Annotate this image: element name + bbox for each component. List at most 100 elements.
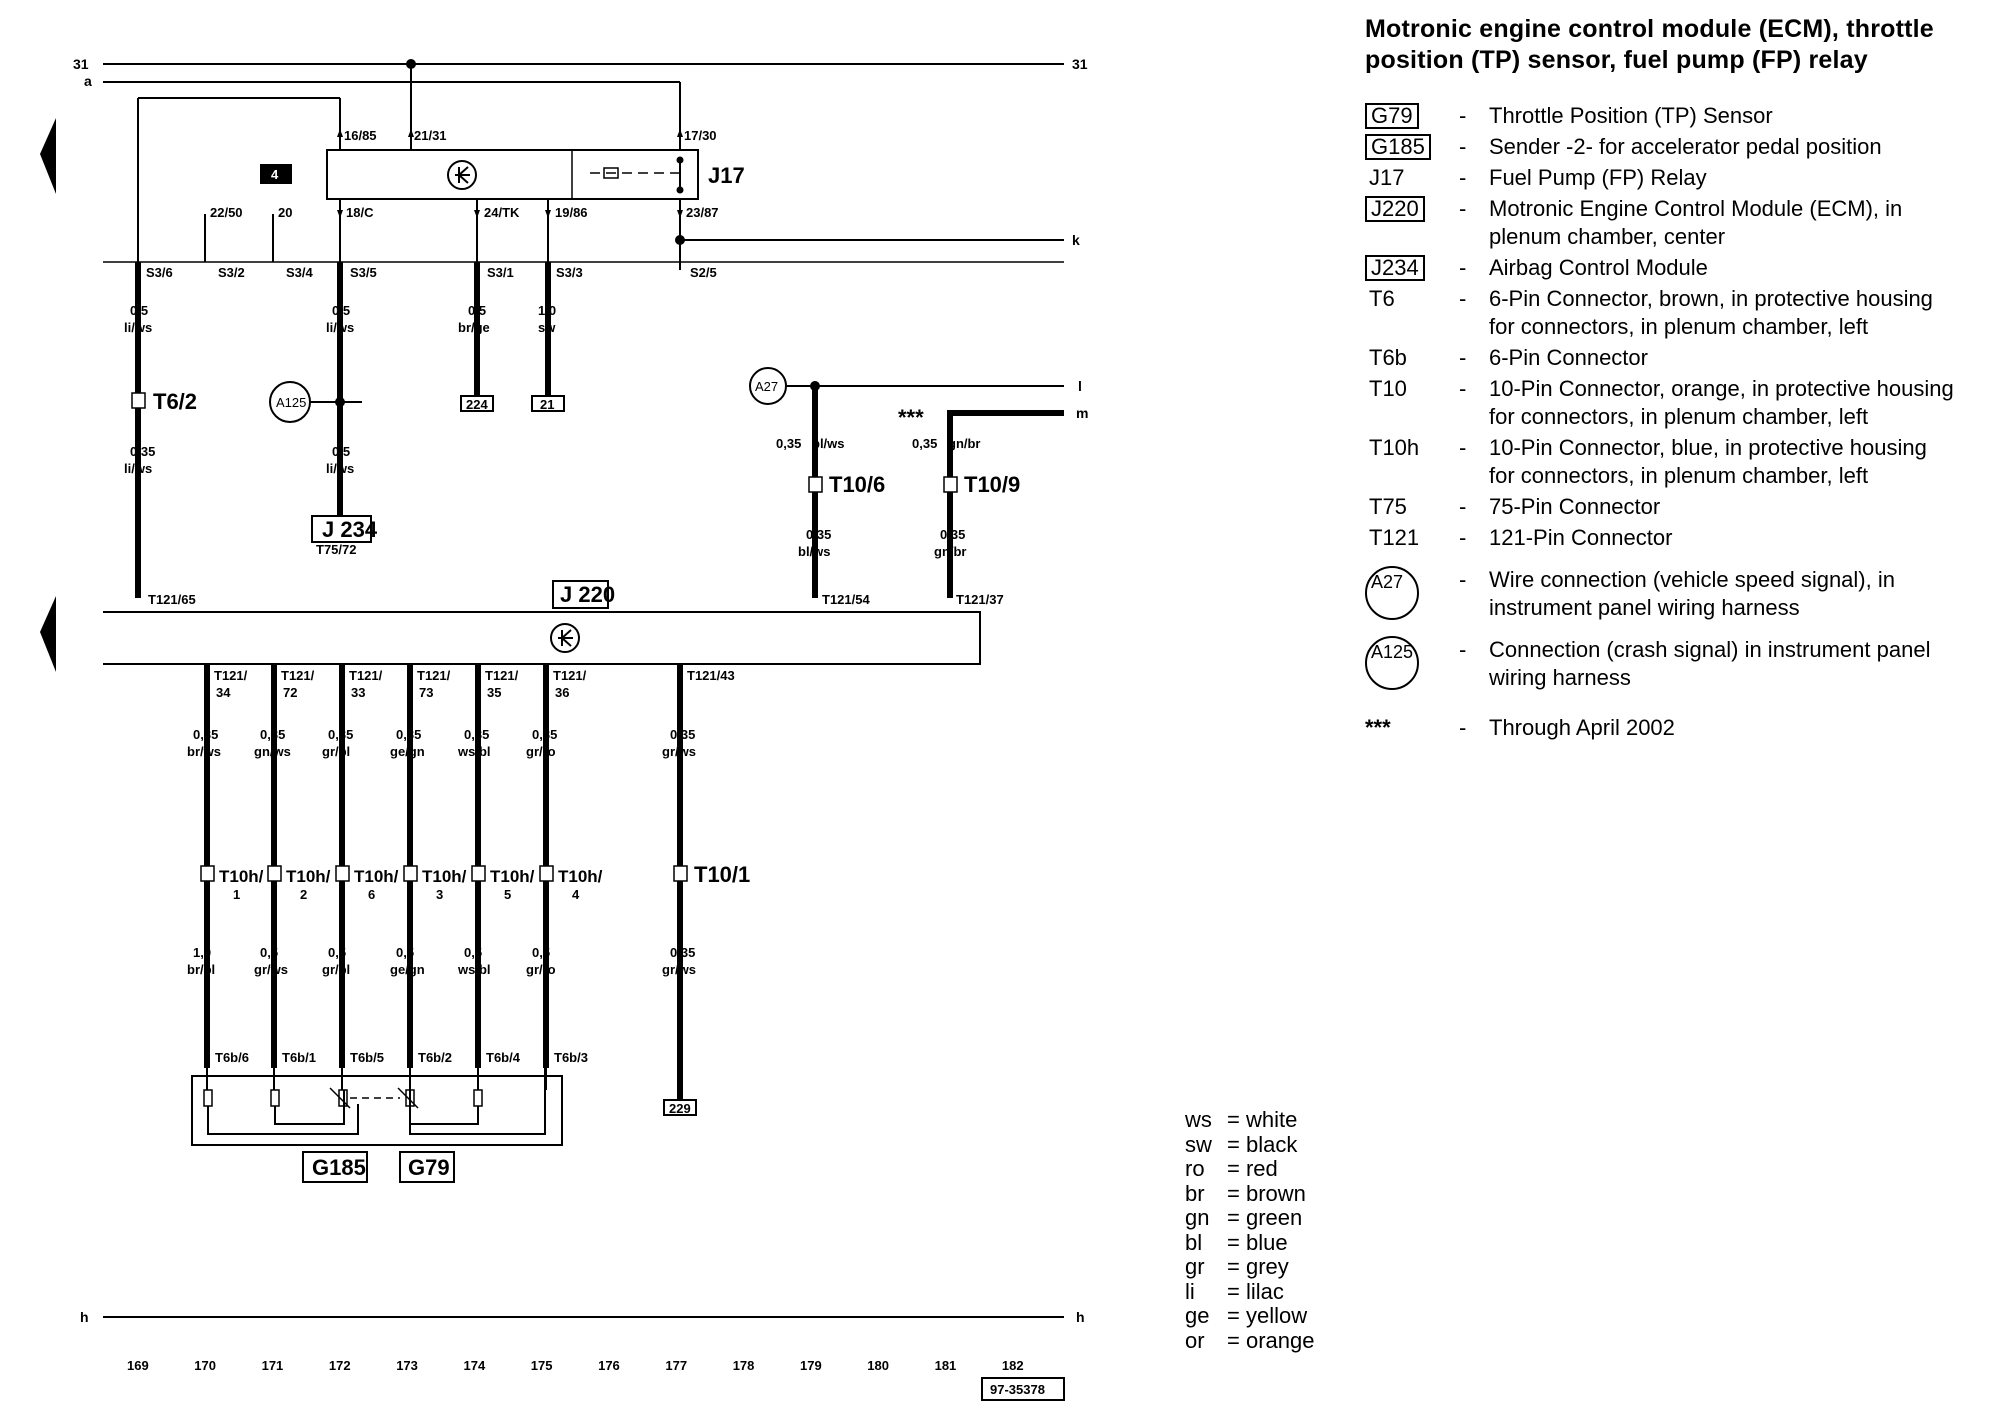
splice-s3-2: S3/2 <box>218 265 245 280</box>
wire-color: li/ws <box>326 461 354 476</box>
legend-desc: Airbag Control Module <box>1489 255 1708 280</box>
track-number: 181 <box>935 1358 957 1373</box>
color-key-item: ro= red <box>1185 1156 1278 1181</box>
track-number: 179 <box>800 1358 822 1373</box>
legend-code: T6 <box>1369 286 1395 311</box>
pin-arrow <box>475 1052 481 1060</box>
wire-gauge: 0,5 <box>532 945 550 960</box>
pin-label: 36 <box>555 685 569 700</box>
pin-t121-54: T121/54 <box>822 592 870 607</box>
pin-label: T121/ <box>417 668 451 683</box>
legend-desc: 6-Pin Connector, brown, in protective ho… <box>1489 286 1933 339</box>
wire-color: gr/ro <box>526 962 556 977</box>
wire-gauge: 0,5 <box>328 945 346 960</box>
pin-label: 33 <box>351 685 365 700</box>
connector-pin <box>335 865 350 882</box>
wire-gauge: 0,35 <box>806 527 831 542</box>
wire-color: ws/bl <box>457 744 491 759</box>
legend-item: T6b-6-Pin Connector <box>1365 344 1995 372</box>
wire-gauge: 0,35 <box>670 945 695 960</box>
page-back-arrow-icon[interactable] <box>40 118 56 194</box>
rail-l-label: l <box>1078 378 1082 394</box>
t6b-pin: T6b/5 <box>350 1050 384 1065</box>
connector-label: T10h/ <box>490 867 535 886</box>
pin-t121-43: T121/43 <box>687 668 735 683</box>
legend-code: G185 <box>1365 134 1431 160</box>
wire-gauge: 1,0 <box>193 945 211 960</box>
wire-color: gr/ws <box>254 962 288 977</box>
wire-gauge: 1,0 <box>538 303 556 318</box>
connector-label: T10h/ <box>286 867 331 886</box>
track-number: 169 <box>127 1358 149 1373</box>
doc-id: 97-35378 <box>990 1382 1045 1397</box>
legend-code: J17 <box>1369 165 1405 190</box>
track-number: 182 <box>1002 1358 1024 1373</box>
rail-31-right: 31 <box>1072 56 1088 72</box>
legend-code: T75 <box>1369 494 1407 519</box>
wire-color: ge/gn <box>390 962 425 977</box>
pin-23-87: 23/87 <box>686 205 719 220</box>
lower-wire-group: T121/340,35br/wsT10h/11,0br/blT6b/6T121/… <box>187 664 603 1090</box>
circle-legend-list: A27-Wire connection (vehicle speed signa… <box>1365 566 1995 692</box>
ref-224: 224 <box>466 397 488 412</box>
pin-arrow <box>339 1052 345 1060</box>
circle-legend-item: A27-Wire connection (vehicle speed signa… <box>1365 566 1995 622</box>
wire-gauge: 0,35 <box>328 727 353 742</box>
splice-s3-6: S3/6 <box>146 265 173 280</box>
color-key-item: ws= white <box>1185 1107 1298 1132</box>
wire-color: gn/ws <box>254 744 291 759</box>
color-key-item: br= brown <box>1185 1180 1306 1206</box>
circle-legend-item: A125-Connection (crash signal) in instru… <box>1365 636 1995 692</box>
legend-item: T6-6-Pin Connector, brown, in protective… <box>1365 285 1995 341</box>
wire-gauge: 0,5 <box>332 303 350 318</box>
rail-a-label: a <box>84 73 92 89</box>
legend-desc: Fuel Pump (FP) Relay <box>1489 165 1707 190</box>
pin-arrow <box>543 1052 549 1060</box>
t6b-pin: T6b/1 <box>282 1050 316 1065</box>
pin-arrow <box>204 1052 210 1060</box>
track-number: 177 <box>665 1358 687 1373</box>
pin-arrow <box>271 674 277 682</box>
t6b-pin: T6b/2 <box>418 1050 452 1065</box>
legend-code: G79 <box>1365 103 1419 129</box>
ref-21: 21 <box>540 397 554 412</box>
pin-label: T121/ <box>349 668 383 683</box>
connector-pin <box>403 865 418 882</box>
pin-label: 72 <box>283 685 297 700</box>
splice-s3-3: S3/3 <box>556 265 583 280</box>
track-number: 173 <box>396 1358 418 1373</box>
wire-color: li/ws <box>124 461 152 476</box>
wire-gauge: 0,5 <box>464 945 482 960</box>
wire-color: br/bl <box>187 962 215 977</box>
legend-item: T75-75-Pin Connector <box>1365 493 1995 521</box>
wiring-diagram: 31 31 a J17 4 16/85 21/31 17/30 18/C 24/… <box>40 56 1088 1401</box>
legend-item: G185-Sender -2- for accelerator pedal po… <box>1365 133 1995 161</box>
wire-gauge: 0,5 <box>396 945 414 960</box>
t6b-pin: T6b/6 <box>215 1050 249 1065</box>
page-back-arrow-lower-icon[interactable] <box>40 596 56 672</box>
track-number: 180 <box>867 1358 889 1373</box>
title-line-1: Motronic engine control module (ECM), th… <box>1365 15 1934 43</box>
connector-label: T10h/ <box>422 867 467 886</box>
track-number: 175 <box>531 1358 553 1373</box>
legend-item: T121-121-Pin Connector <box>1365 524 1995 552</box>
legend-code: T10 <box>1369 376 1407 401</box>
wire-gauge: 0,5 <box>332 444 350 459</box>
pin-arrow <box>407 674 413 682</box>
pin-t121-65: T121/65 <box>148 592 196 607</box>
wire-color: gn/br <box>948 436 981 451</box>
wire-gauge: 0,5 <box>468 303 486 318</box>
wire-gauge: 0,5 <box>130 303 148 318</box>
track-number: 171 <box>262 1358 284 1373</box>
pin-16-85: 16/85 <box>344 128 377 143</box>
connector-num: 4 <box>572 887 580 902</box>
pin-19-86: 19/86 <box>555 205 588 220</box>
connector-pin <box>539 865 554 882</box>
connector-num: 5 <box>504 887 511 902</box>
connector-num: 3 <box>436 887 443 902</box>
wire-color: gr/ws <box>662 962 696 977</box>
pin-label: 73 <box>419 685 433 700</box>
